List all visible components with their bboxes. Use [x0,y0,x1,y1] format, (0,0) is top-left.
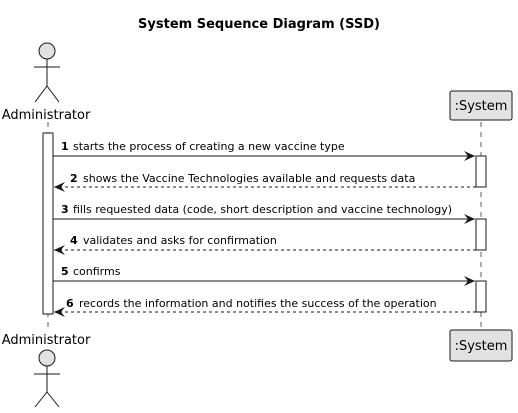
stick-figure-icon [34,349,60,408]
system-activation-bar-3 [475,280,487,313]
stick-figure-icon [34,42,60,103]
message-2: 2 shows the Vaccine Technologies availab… [54,172,476,192]
message-5: 5 confirms [53,265,475,286]
message-3-number: 3 [61,203,69,216]
message-5-text: confirms [73,265,121,278]
message-4: 4 validates and asks for confirmation [54,234,476,255]
message-5-number: 5 [61,265,69,278]
message-2-number: 2 [70,172,78,185]
message-3-text: fills requested data (code, short descri… [73,203,452,216]
participant-bottom: :System [449,329,513,362]
message-6-text: records the information and notifies the… [79,297,437,310]
actor-name-bottom: Administrator [2,333,91,348]
message-1-number: 1 [61,140,69,153]
message-1: 1 starts the process of creating a new v… [53,140,475,161]
message-4-text: validates and asks for confirmation [83,234,277,247]
actor-top: Administrator [2,42,91,123]
message-2-text: shows the Vaccine Technologies available… [83,172,415,185]
diagram-title: System Sequence Diagram (SSD) [138,17,380,32]
participant-name-bottom: :System [455,339,508,354]
participant-name-top: :System [455,99,508,114]
actor-name-top: Administrator [2,108,91,123]
message-1-text: starts the process of creating a new vac… [73,140,345,153]
message-3: 3 fills requested data (code, short desc… [53,203,475,224]
actor-activation-bar [42,132,54,315]
message-6: 6 records the information and notifies t… [54,297,476,317]
system-activation-bar-1 [475,155,487,188]
message-4-number: 4 [70,234,78,247]
system-activation-bar-2 [475,218,487,251]
message-6-number: 6 [66,297,74,310]
participant-top: :System [449,90,513,121]
actor-bottom: Administrator [2,333,91,408]
